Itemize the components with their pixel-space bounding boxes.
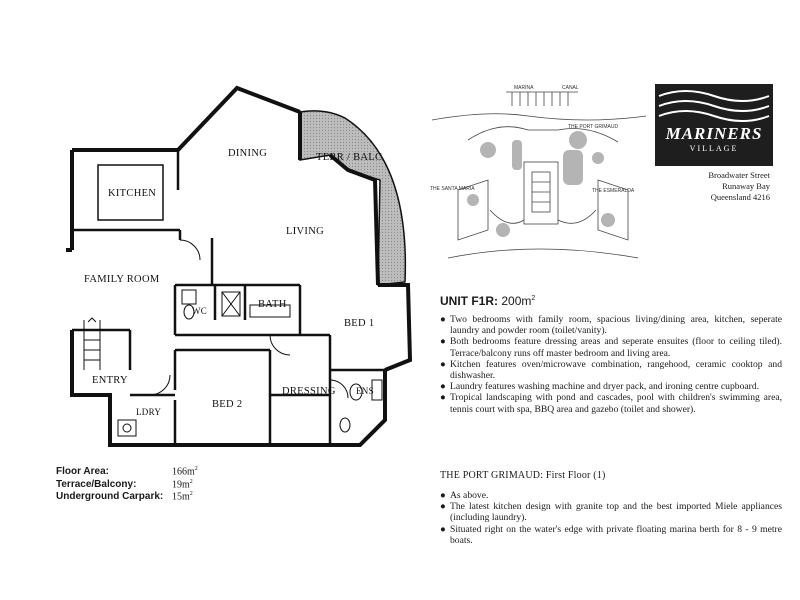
floor-plan: DINING TERR / BALC KITCHEN LIVING FAMILY… <box>66 85 413 447</box>
list-item: ● The latest kitchen design with granite … <box>440 501 782 523</box>
list-item: ● Both bedrooms feature dressing areas an… <box>440 336 782 358</box>
list-item: ● Laundry features washing machine and dr… <box>440 381 782 392</box>
unit-area: 200m <box>501 294 532 308</box>
door-swings <box>149 239 349 399</box>
room-label-bed1: BED 1 <box>344 318 374 329</box>
room-label-dining: DINING <box>228 148 267 159</box>
area-label: Underground Carpark: <box>56 491 164 502</box>
unit-code: UNIT F1R: <box>440 294 498 308</box>
unit-area-sup: 2 <box>531 295 536 302</box>
address-line: Broadwater Street <box>708 170 770 180</box>
area-label: Terrace/Balcony: <box>56 478 137 490</box>
fixtures <box>117 289 383 437</box>
room-label-ldry: LDRY <box>136 407 161 417</box>
address-line: Queensland 4216 <box>710 192 770 202</box>
address: Broadwater Street Runaway Bay Queensland… <box>640 170 770 203</box>
site-label-canal: CANAL <box>562 85 579 91</box>
section-features-list: ● As above. ● The latest kitchen design wi… <box>440 490 782 546</box>
site-label-santa-maria: THE SANTA MARIA <box>430 186 475 192</box>
inner-walls <box>72 150 385 445</box>
feature-text: Both bedrooms feature dressing areas and… <box>450 336 782 359</box>
site-plan: MARINA CANAL THE PORT GRIMAUD THE SANTA … <box>430 85 647 259</box>
area-value: 19m2 <box>172 478 193 490</box>
area-summary: Floor Area: 166m2 Terrace/Balcony: 19m2 … <box>56 466 226 504</box>
bullet-icon: ● <box>440 501 446 513</box>
feature-text: Laundry features washing machine and dry… <box>450 381 760 393</box>
room-label-entry: ENTRY <box>92 375 128 386</box>
bullet-icon: ● <box>440 336 446 348</box>
wave-icon <box>658 90 770 122</box>
bullet-icon: ● <box>440 358 446 370</box>
bullet-icon: ● <box>440 314 446 325</box>
site-label-marina: MARINA <box>514 85 534 91</box>
room-label-wc: WC <box>192 306 207 316</box>
area-label: Floor Area: <box>56 466 109 477</box>
bullet-icon: ● <box>440 381 446 393</box>
unit-features-list: ● Two bedrooms with family room, spacious… <box>440 314 782 415</box>
bullet-icon: ● <box>440 392 446 404</box>
feature-text: The latest kitchen design with granite t… <box>450 501 782 524</box>
feature-text: Situated right on the water's edge with … <box>450 523 782 546</box>
room-label-dressing: DRESSING <box>282 386 336 397</box>
room-label-terrace: TERR / BALC <box>316 152 382 163</box>
feature-text: Two bedrooms with family room, spacious … <box>450 314 782 337</box>
brand-sub: VILLAGE <box>689 144 739 153</box>
room-label-ens: ENS <box>356 386 374 396</box>
feature-text: Kitchen features oven/microwave combinat… <box>450 358 782 382</box>
site-label-port-grimaud: THE PORT GRIMAUD <box>568 124 618 130</box>
list-item: ● Kitchen features oven/microwave combina… <box>440 359 782 381</box>
mariners-village-logo: MARINERS VILLAGE <box>655 84 773 166</box>
list-item: ● Two bedrooms with family room, spacious… <box>440 314 782 336</box>
area-row: Floor Area: 166m2 <box>56 466 226 479</box>
stairs <box>83 317 101 370</box>
terrace-area <box>299 110 407 286</box>
room-label-family-room: FAMILY ROOM <box>84 274 160 285</box>
area-row: Terrace/Balcony: 19m2 <box>56 479 226 492</box>
feature-text: Tropical landscaping with pond and casca… <box>450 392 782 415</box>
area-value: 15m2 <box>172 491 193 503</box>
section-title: THE PORT GRIMAUD: First Floor (1) <box>440 470 606 481</box>
area-value: 166m2 <box>172 466 198 478</box>
list-item: ● As above. <box>440 490 782 501</box>
bullet-icon: ● <box>440 523 446 535</box>
outer-walls <box>66 85 413 447</box>
area-row: Underground Carpark: 15m2 <box>56 491 226 504</box>
address-line: Runaway Bay <box>722 181 770 191</box>
brand-name: MARINERS <box>665 124 763 143</box>
room-label-kitchen: KITCHEN <box>108 188 156 199</box>
room-label-living: LIVING <box>286 226 324 237</box>
unit-title: UNIT F1R: 200m2 <box>440 294 535 308</box>
feature-text: As above. <box>450 490 489 501</box>
site-label-esmeralda: THE ESMERALDA <box>592 188 635 194</box>
list-item: ● Tropical landscaping with pond and casc… <box>440 392 782 414</box>
room-label-bed2: BED 2 <box>212 399 242 410</box>
bullet-icon: ● <box>440 490 446 501</box>
list-item: ● Situated right on the water's edge with… <box>440 524 782 546</box>
room-label-bath: BATH <box>258 299 287 310</box>
